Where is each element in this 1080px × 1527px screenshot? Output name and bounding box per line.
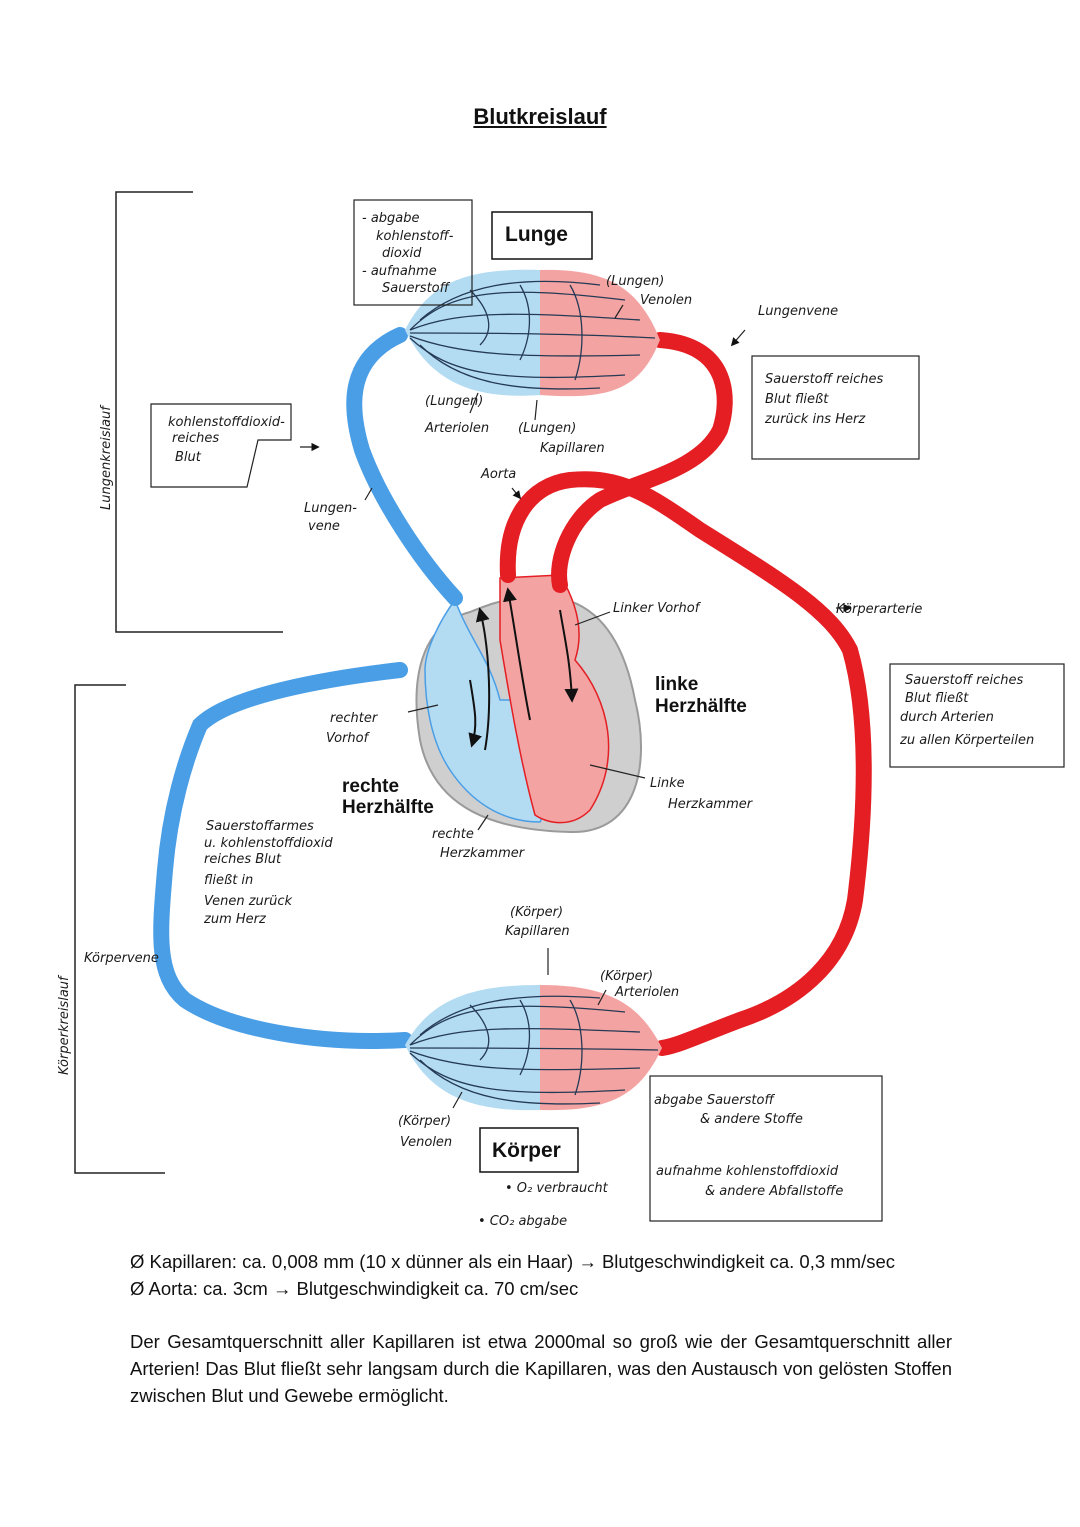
svg-text:zu allen Körperteilen: zu allen Körperteilen [899,733,1034,748]
svg-text:Lungen-: Lungen- [304,501,357,516]
svg-text:Lungenvene: Lungenvene [758,304,838,319]
svg-text:Venolen: Venolen [640,293,692,308]
note-o2-arteries: Sauerstoff reiches Blut fließt durch Art… [889,663,1065,768]
anatomy-labels: (Lungen) Venolen Lungenvene (Lungen) Art… [84,274,922,1150]
vessels [153,327,872,1056]
svg-text:Sauerstoffarmes: Sauerstoffarmes [206,819,314,834]
svg-text:kohlenstoffdioxid-: kohlenstoffdioxid- [168,415,285,430]
svg-text:- aufnahme: - aufnahme [362,264,437,279]
svg-text:Vorhof: Vorhof [326,731,371,746]
aorta-vessel [499,471,872,1056]
svg-text:reiches Blut: reiches Blut [204,852,282,867]
body-box [479,1127,579,1173]
svg-text:Körperarterie: Körperarterie [836,602,922,617]
svg-text:& andere Abfallstoffe: & andere Abfallstoffe [705,1184,843,1199]
left-heart-half [499,574,610,824]
svg-text:Blut fließt: Blut fließt [905,691,969,706]
lung-circuit-label: Lungenkreislauf [99,404,114,510]
svg-text:- abgabe: - abgabe [362,211,420,226]
svg-text:zurück ins Herz: zurück ins Herz [764,412,866,427]
svg-text:Blut: Blut [175,450,202,465]
svg-text:zum Herz: zum Herz [203,912,267,927]
svg-text:aufnahme kohlenstoffdioxid: aufnahme kohlenstoffdioxid [656,1164,839,1179]
svg-text:Körpervene: Körpervene [84,951,159,966]
svg-text:Herzkammer: Herzkammer [440,846,526,861]
left-heart-half-label-1: linke [655,674,698,695]
svg-text:Venolen: Venolen [400,1135,452,1150]
left-heart-half-label-2: Herzhälfte [655,696,747,717]
footer-paragraph: Der Gesamtquerschnitt aller Kapillaren i… [130,1328,952,1409]
note-body-exchange: abgabe Sauerstoff & andere Stoffe aufnah… [649,1075,883,1222]
heart [415,574,643,834]
svg-text:Sauerstoff reiches: Sauerstoff reiches [765,372,883,387]
svg-text:rechter: rechter [330,711,379,726]
note-co2-blood: kohlenstoffdioxid- reiches Blut [150,403,292,488]
body-box-label: Körper [492,1139,561,1162]
svg-text:Arteriolen: Arteriolen [614,985,679,1000]
right-heart-half [424,598,546,823]
svg-text:kohlenstoff-: kohlenstoff- [376,229,454,244]
body-vein-vessel [153,662,413,1049]
lung-vein-vessel [551,332,733,593]
svg-text:(Lungen): (Lungen) [425,394,483,409]
svg-text:dioxid: dioxid [382,246,422,261]
svg-text:Venen zurück: Venen zurück [204,894,293,909]
svg-text:Aorta: Aorta [480,467,516,482]
note-body-bullets: • O₂ verbraucht • CO₂ abgabe [478,1181,609,1229]
body-circuit-bracket [74,684,165,1174]
lung-circuit-bracket [115,191,283,633]
right-heart-half-label-2: Herzhälfte [342,797,434,818]
lung-box [491,211,593,260]
svg-text:Sauerstoff reiches: Sauerstoff reiches [905,673,1023,688]
svg-text:Kapillaren: Kapillaren [505,924,570,939]
svg-text:(Körper): (Körper) [398,1114,451,1129]
svg-text:Kapillaren: Kapillaren [540,441,605,456]
svg-text:fließt in: fließt in [204,873,253,888]
lung-box-label: Lunge [505,223,568,246]
svg-text:• CO₂ abgabe: • CO₂ abgabe [478,1214,567,1229]
lung-artery-vessel [346,327,463,606]
page-title: Blutkreislauf [473,104,607,129]
svg-text:Sauerstoff: Sauerstoff [382,281,451,296]
svg-text:reiches: reiches [172,431,219,446]
footer-capillary-fact: Ø Kapillaren: ca. 0,008 mm (10 x dünner … [130,1251,896,1272]
lung-capillary-bed [405,269,660,397]
svg-text:Blut fließt: Blut fließt [765,392,829,407]
note-lung-exchange: - abgabe kohlenstoff- dioxid - aufnahme … [353,199,473,306]
svg-text:(Lungen): (Lungen) [606,274,664,289]
svg-text:vene: vene [308,519,340,534]
note-o2-return: Sauerstoff reiches Blut fließt zurück in… [751,355,920,460]
note-o2-poor: Sauerstoffarmes u. kohlenstoffdioxid rei… [203,819,333,927]
svg-text:(Lungen): (Lungen) [518,421,576,436]
svg-text:u. kohlenstoffdioxid: u. kohlenstoffdioxid [204,836,333,851]
svg-text:Linke: Linke [650,776,685,791]
svg-text:(Körper): (Körper) [600,969,653,984]
svg-text:Herzkammer: Herzkammer [668,797,754,812]
blood-circulation-diagram: Lungenkreislauf Körperkreislauf [57,191,1065,1229]
svg-text:• O₂ verbraucht: • O₂ verbraucht [505,1181,609,1196]
svg-text:Arteriolen: Arteriolen [424,421,489,436]
svg-text:& andere Stoffe: & andere Stoffe [700,1112,803,1127]
body-capillary-bed [405,985,662,1111]
footer-facts: Ø Kapillaren: ca. 0,008 mm (10 x dünner … [130,1248,952,1302]
right-heart-half-label-1: rechte [342,776,399,797]
svg-text:abgabe Sauerstoff: abgabe Sauerstoff [654,1093,775,1108]
svg-text:(Körper): (Körper) [510,905,563,920]
svg-text:durch Arterien: durch Arterien [900,710,994,725]
pointer-lines [300,304,852,1109]
svg-text:Linker Vorhof: Linker Vorhof [613,601,702,616]
svg-text:rechte: rechte [432,827,474,842]
body-circuit-label: Körperkreislauf [57,974,72,1075]
footer-aorta-fact: Ø Aorta: ca. 3cm → Blutgeschwindigkeit c… [130,1278,579,1299]
footer-paragraph-text: Der Gesamtquerschnitt aller Kapillaren i… [130,1331,952,1406]
